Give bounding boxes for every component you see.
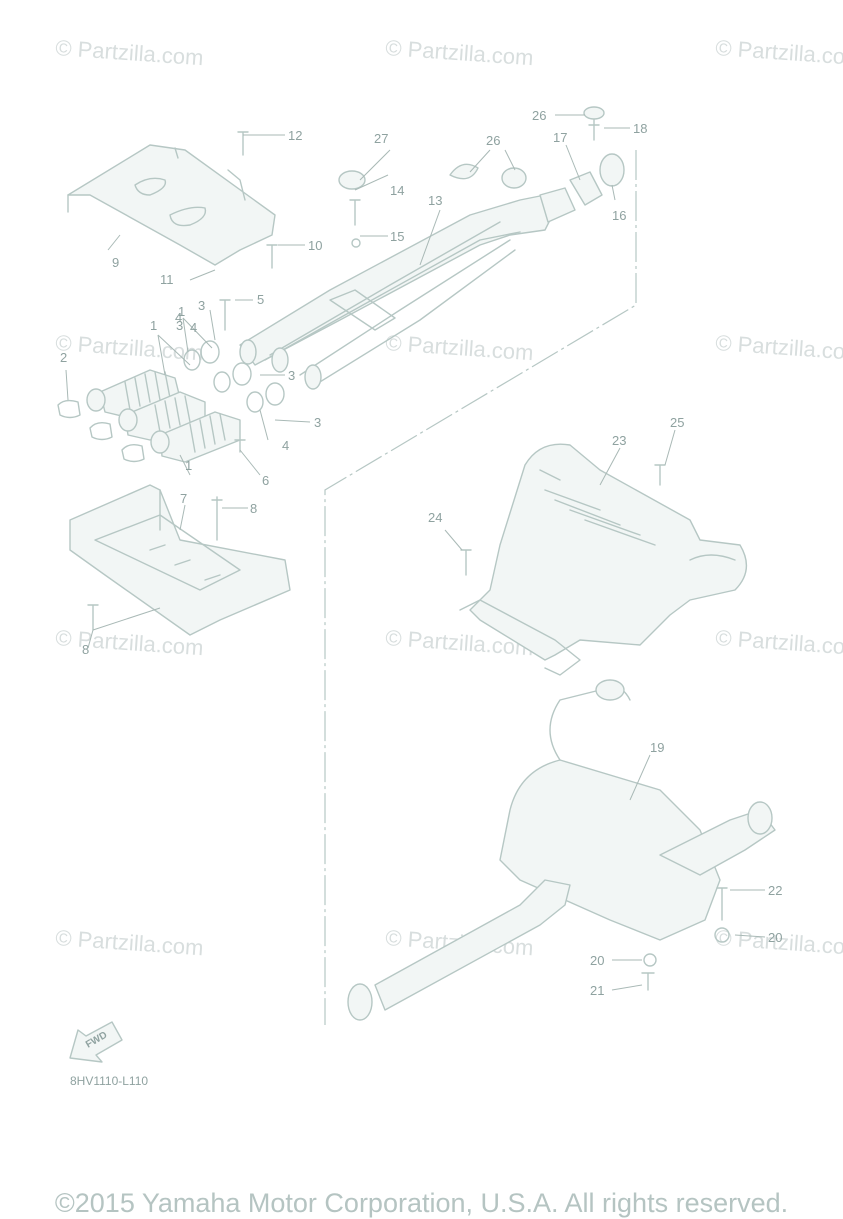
callout-21: 21 bbox=[590, 983, 604, 998]
diagram-code: 8HV1110-L110 bbox=[70, 1074, 148, 1088]
tail-pipe bbox=[347, 879, 571, 1021]
watermark: © Partzilla.com bbox=[55, 625, 205, 660]
watermark: © Partzilla.com bbox=[385, 35, 535, 70]
callout-5: 5 bbox=[257, 292, 264, 307]
heat-shield-upper bbox=[67, 144, 276, 266]
leader-lines bbox=[65, 114, 766, 991]
callout-20: 20 bbox=[768, 930, 782, 945]
callout-23: 23 bbox=[612, 433, 626, 448]
watermark: © Partzilla.com bbox=[715, 35, 843, 70]
fwd-arrow-icon: FWD bbox=[69, 1021, 123, 1063]
callout-6: 6 bbox=[262, 473, 269, 488]
callout-9: 9 bbox=[112, 255, 119, 270]
callout-8: 8 bbox=[82, 642, 89, 657]
watermark: © Partzilla.com bbox=[55, 330, 205, 365]
outlet-clamp bbox=[569, 153, 625, 206]
callout-2: 2 bbox=[60, 350, 67, 365]
callout-3: 3 bbox=[176, 318, 183, 333]
exhaust-header-pipes bbox=[239, 187, 576, 390]
watermark: © Partzilla.com bbox=[385, 330, 535, 365]
callout-24: 24 bbox=[428, 510, 442, 525]
callout-14: 14 bbox=[390, 183, 404, 198]
callout-1: 1 bbox=[185, 458, 192, 473]
watermark: © Partzilla.com bbox=[715, 625, 843, 660]
callout-3: 3 bbox=[288, 368, 295, 383]
muffler-cover bbox=[459, 443, 748, 676]
fasteners bbox=[87, 119, 730, 991]
callout-25: 25 bbox=[670, 415, 684, 430]
callout-8: 8 bbox=[250, 501, 257, 516]
callout-20: 20 bbox=[590, 953, 604, 968]
callout-4: 4 bbox=[282, 438, 289, 453]
callout-10: 10 bbox=[308, 238, 322, 253]
rubber-caps bbox=[338, 106, 605, 190]
callout-15: 15 bbox=[390, 229, 404, 244]
callout-26: 26 bbox=[486, 133, 500, 148]
callout-13: 13 bbox=[428, 193, 442, 208]
callout-1: 1 bbox=[150, 318, 157, 333]
callout-27: 27 bbox=[374, 131, 388, 146]
callout-26: 26 bbox=[532, 108, 546, 123]
callout-22: 22 bbox=[768, 883, 782, 898]
callout-3: 3 bbox=[314, 415, 321, 430]
callout-11: 11 bbox=[160, 272, 174, 287]
copyright-notice: ©2015 Yamaha Motor Corporation, U.S.A. A… bbox=[54, 1188, 789, 1218]
callout-1: 1 bbox=[178, 304, 185, 319]
watermark: © Partzilla.com bbox=[715, 330, 843, 365]
watermark: © Partzilla.com bbox=[55, 925, 205, 960]
callout-12: 12 bbox=[288, 128, 302, 143]
callout-3: 3 bbox=[198, 298, 205, 313]
exhaust-joints bbox=[57, 340, 285, 463]
callout-16: 16 bbox=[612, 208, 626, 223]
callout-17: 17 bbox=[553, 130, 567, 145]
watermark: © Partzilla.com bbox=[55, 35, 205, 70]
callout-labels: 1 1 1 2 3 3 3 3 4 4 4 5 6 7 8 8 9 10 11 … bbox=[60, 108, 782, 998]
assembly-frame-line bbox=[324, 150, 637, 1025]
callout-4: 4 bbox=[175, 310, 182, 325]
callout-18: 18 bbox=[633, 121, 647, 136]
callout-7: 7 bbox=[180, 491, 187, 506]
callout-19: 19 bbox=[650, 740, 664, 755]
callout-4: 4 bbox=[190, 320, 197, 335]
heat-shield-lower bbox=[69, 484, 291, 636]
